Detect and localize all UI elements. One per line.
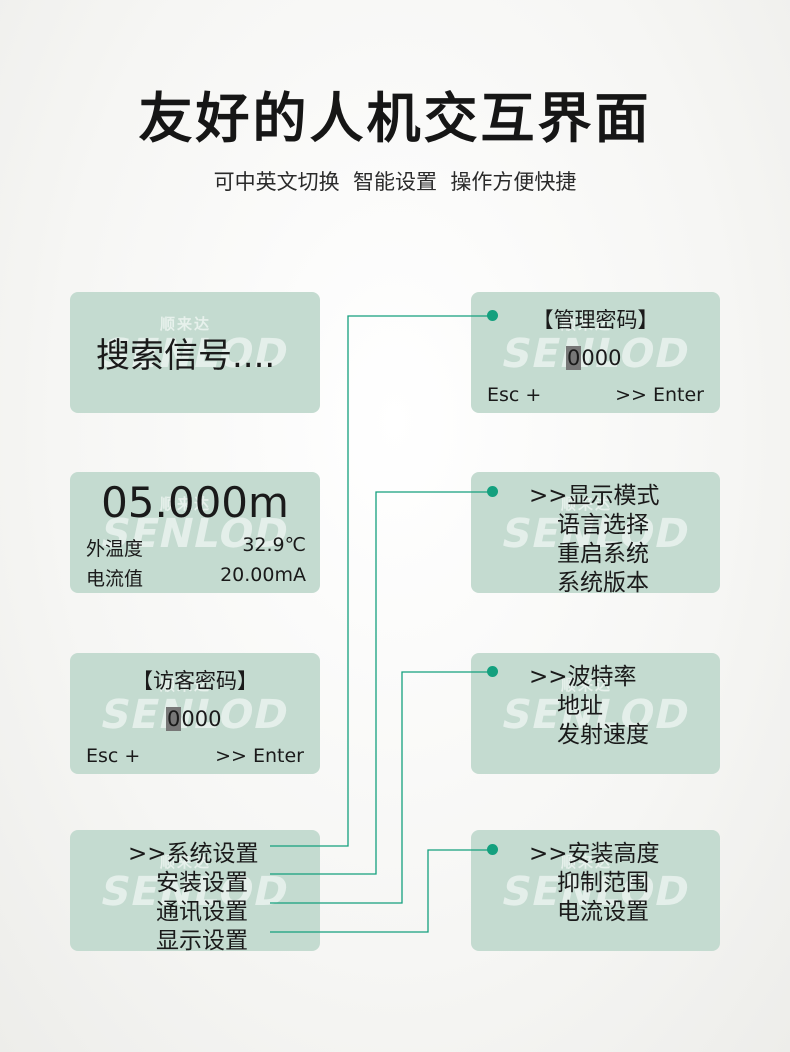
menu-item-version[interactable]: 系统版本 [557,570,649,593]
password-cursor: 0 [166,707,182,731]
connector-dot [487,666,498,677]
menu-item-display-mode[interactable]: >>显示模式 [529,483,660,509]
enter-button[interactable]: >> Enter [215,745,304,767]
connector-dot [487,844,498,855]
esc-button[interactable]: Esc + [487,384,542,406]
enter-button[interactable]: >> Enter [615,384,704,406]
connector-dot [487,310,498,321]
menu-item-language[interactable]: 语言选择 [557,512,649,538]
menu-item-system-settings[interactable]: >>系统设置 [128,841,259,867]
menu-item-suppress-range[interactable]: 抑制范围 [557,870,649,896]
menu-item-emit-speed[interactable]: 发射速度 [557,722,649,748]
connector-dot [487,486,498,497]
page-title: 友好的人机交互界面 [138,87,652,150]
menu-item-baud-rate[interactable]: >>波特率 [529,664,637,690]
menu-item-install-settings[interactable]: 安装设置 [156,870,248,896]
distance-reading: 05.000m [101,478,289,527]
menu-item-install-height[interactable]: >>安装高度 [529,841,660,867]
menu-item-restart[interactable]: 重启系统 [557,541,649,567]
temperature-label: 外温度 [86,538,144,560]
temperature-value: 32.9℃ [242,534,306,556]
page-subtitle: 可中英文切换 智能设置 操作方便快捷 [213,170,577,194]
guest-password-field[interactable]: 0000 [166,707,221,731]
admin-password-field[interactable]: 0000 [566,346,621,370]
guest-password-title: 【访客密码】 [132,669,258,693]
current-value: 20.00mA [220,564,306,586]
menu-item-display-settings[interactable]: 显示设置 [156,928,248,951]
password-digits: 000 [581,346,622,370]
menu-item-comm-settings[interactable]: 通讯设置 [156,899,248,925]
esc-button[interactable]: Esc + [86,745,141,767]
search-signal-text: 搜索信号.... [96,336,276,376]
menu-item-current-settings[interactable]: 电流设置 [557,899,649,925]
current-label: 电流值 [86,568,144,590]
menu-item-address[interactable]: 地址 [557,693,603,719]
password-digits: 000 [181,707,222,731]
password-cursor: 0 [566,346,582,370]
admin-password-title: 【管理密码】 [532,308,659,332]
